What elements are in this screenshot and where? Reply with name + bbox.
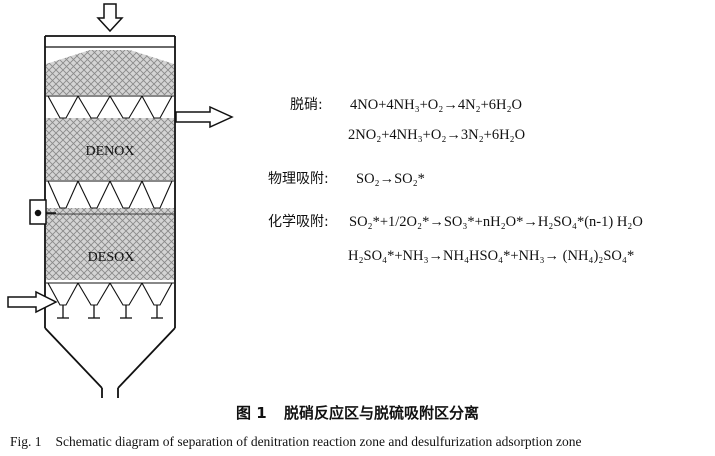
desox-funnel-row bbox=[46, 180, 174, 215]
figure-title-en: Schematic diagram of separation of denit… bbox=[55, 434, 582, 449]
chemical-adsorption-equation-2: H₂SO₄*+NH₃→NH₄HSO₄*+NH₃→ (NH₄)₂SO₄* bbox=[348, 248, 635, 264]
chemical-adsorption-label: 化学吸附: bbox=[268, 214, 329, 230]
figure-caption-en: Fig. 1 Schematic diagram of separation of… bbox=[10, 434, 710, 450]
denitration-equation-2: 2NO₂+4NH₃+O₂→3N₂+6H₂O bbox=[348, 127, 526, 143]
denitration-equation-1: 4NO+4NH₃+O₂→4N₂+6H₂O bbox=[350, 97, 523, 113]
denox-bed bbox=[46, 118, 174, 180]
catalyst-heap-top bbox=[46, 50, 174, 95]
desox-bed bbox=[46, 208, 174, 280]
side-port-box bbox=[29, 199, 56, 225]
left-inlet-arrow-icon bbox=[7, 290, 58, 314]
figure-number-en: Fig. 1 bbox=[10, 434, 42, 449]
physical-adsorption-label: 物理吸附: bbox=[268, 171, 329, 187]
physical-adsorption-equation: SO₂→SO₂* bbox=[356, 171, 425, 187]
figure-title-cn: 脱硝反应区与脱硫吸附区分离 bbox=[283, 404, 479, 422]
reaction-equations: 脱硝: 4NO+4NH₃+O₂→4N₂+6H₂O 2NO₂+4NH₃+O₂→3N… bbox=[268, 97, 643, 264]
figure-caption-cn: 图 1 脱硝反应区与脱硫吸附区分离 bbox=[0, 402, 715, 423]
top-inlet-arrow-icon bbox=[96, 3, 124, 33]
zone-label-denox: DENOX bbox=[86, 144, 135, 159]
bottom-funnel-row bbox=[46, 282, 174, 319]
reactor-shell bbox=[44, 35, 176, 398]
right-outlet-arrow-icon bbox=[175, 105, 234, 129]
denitration-label: 脱硝: bbox=[290, 97, 323, 113]
denox-funnel-row bbox=[46, 95, 174, 119]
reactor-diagram: DENOX DESOX bbox=[7, 3, 234, 398]
figure-number-cn: 图 1 bbox=[236, 404, 267, 422]
chemical-adsorption-equation-1: SO₂*+1/2O₂*→SO₃*+nH₂O*→H₂SO₄*(n-1) H₂O bbox=[349, 214, 643, 230]
zone-label-desox: DESOX bbox=[88, 250, 135, 265]
